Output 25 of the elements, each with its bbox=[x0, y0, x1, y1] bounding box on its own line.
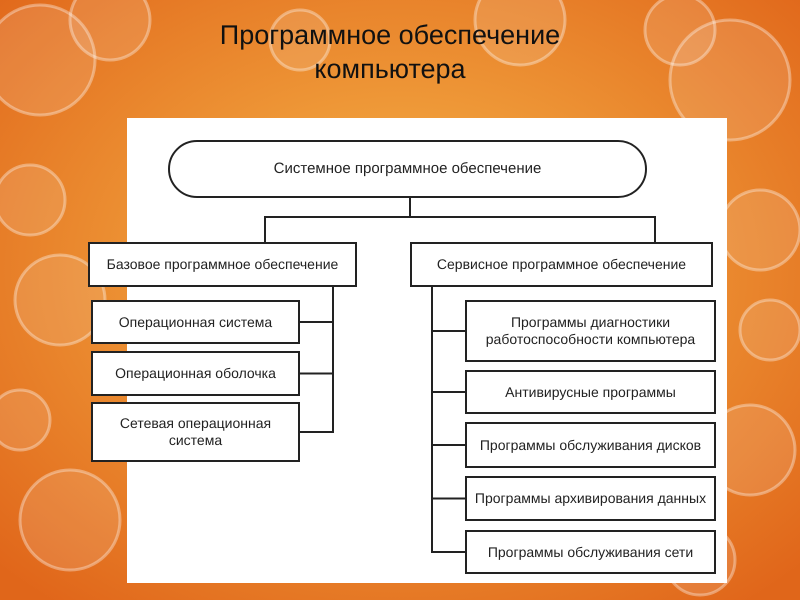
box-label: Программы обслуживания сети bbox=[488, 544, 694, 560]
category-box bbox=[91, 351, 300, 396]
box-label: Операционная оболочка bbox=[115, 365, 276, 382]
box-label: Системное программное обеспечение bbox=[274, 160, 542, 178]
category-box bbox=[91, 402, 300, 462]
category-box bbox=[410, 242, 713, 287]
category-box bbox=[465, 476, 716, 521]
connector-line bbox=[300, 287, 334, 433]
box-label: Сервисное программное обеспечение bbox=[436, 256, 686, 273]
box-label: Базовое программное обеспечение bbox=[106, 256, 338, 273]
box-label: Программы архивирования данных bbox=[474, 490, 706, 507]
category-box bbox=[465, 422, 716, 468]
box-label: Сетевая операционная система bbox=[118, 415, 272, 449]
category-box bbox=[88, 242, 357, 287]
box-label: Антивирусные программы bbox=[505, 384, 676, 400]
slide-title: Программное обеспечение компьютера bbox=[218, 19, 562, 86]
category-box bbox=[465, 370, 716, 414]
connector-line bbox=[431, 287, 465, 553]
category-box bbox=[91, 300, 300, 344]
category-box bbox=[465, 300, 716, 362]
box-label: Программы обслуживания дисков bbox=[480, 436, 702, 454]
category-box bbox=[465, 530, 716, 574]
connector-line bbox=[409, 198, 656, 242]
box-label: Программы диагностики работоспособности компьютера bbox=[484, 314, 696, 348]
box-label: Операционная система bbox=[118, 314, 272, 330]
